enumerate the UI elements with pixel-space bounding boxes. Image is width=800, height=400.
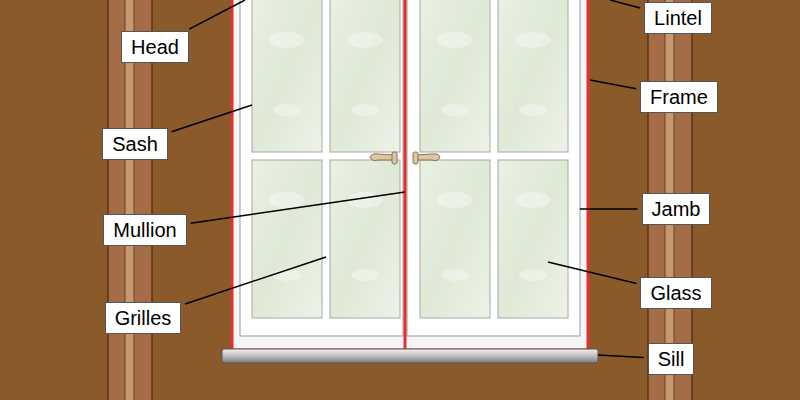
part-label: Glass: [640, 277, 711, 309]
part-label: Jamb: [642, 193, 711, 225]
leader-line: [598, 355, 644, 358]
leader-line: [590, 80, 636, 89]
glass-pattern: [269, 32, 551, 281]
part-label: Sash: [102, 128, 168, 160]
sill-board: [222, 349, 598, 363]
window-frame: [232, 0, 588, 350]
part-label: Mullion: [103, 214, 186, 246]
part-label: Grilles: [105, 302, 182, 334]
leader-line: [185, 257, 326, 304]
handles: [370, 152, 440, 164]
leader-line: [610, 0, 640, 8]
part-label: Head: [121, 31, 189, 63]
leader-line: [191, 192, 405, 223]
glass-panes: [252, 0, 568, 318]
leader-line: [580, 208, 638, 210]
leader-line: [172, 105, 252, 132]
part-label: Lintel: [644, 2, 712, 34]
leader-line: [548, 262, 637, 283]
part-label: Frame: [640, 81, 718, 113]
part-label: Sill: [648, 343, 695, 375]
leader-line: [189, 0, 245, 29]
